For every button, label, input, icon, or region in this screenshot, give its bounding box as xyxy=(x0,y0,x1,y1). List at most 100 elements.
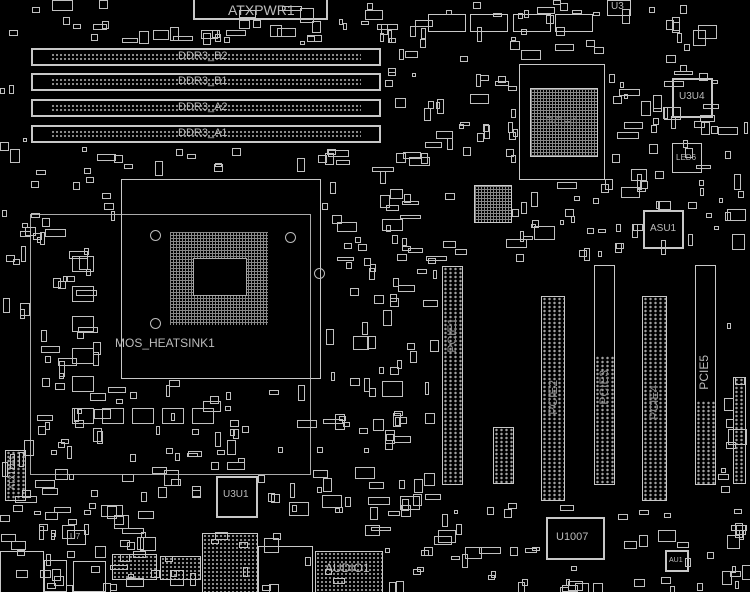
smd-component xyxy=(413,494,422,506)
chip-u3u1[interactable] xyxy=(216,476,258,518)
smd-component xyxy=(97,153,116,162)
pcie-slot-3[interactable] xyxy=(594,265,615,485)
smd-component xyxy=(446,137,453,150)
usb-connector[interactable] xyxy=(73,561,106,592)
smd-component xyxy=(695,164,712,169)
smd-component xyxy=(22,138,28,143)
smd-component xyxy=(269,24,283,38)
smd-component xyxy=(594,47,604,55)
vga-connector[interactable] xyxy=(160,556,201,580)
smd-component xyxy=(273,532,282,540)
smd-component xyxy=(726,534,740,549)
smd-component xyxy=(385,225,392,232)
smd-component xyxy=(171,569,178,578)
vrm-choke xyxy=(132,408,154,424)
smd-component xyxy=(555,44,575,52)
smd-component xyxy=(636,174,642,190)
chip-u7[interactable] xyxy=(67,530,86,545)
chip-asu1[interactable] xyxy=(643,210,684,249)
chip-u3[interactable] xyxy=(607,0,631,16)
pcie-slot-5[interactable] xyxy=(695,265,716,485)
smd-component xyxy=(175,148,183,156)
smd-component xyxy=(317,487,323,494)
smd-component xyxy=(476,74,482,88)
smd-component xyxy=(706,552,715,559)
audio-label: AUDIO1 xyxy=(325,561,370,575)
smd-component xyxy=(350,288,359,297)
pcie-slot-1[interactable] xyxy=(442,266,463,485)
smd-component xyxy=(45,512,59,521)
smd-component xyxy=(585,40,595,47)
smd-component xyxy=(705,212,713,218)
smd-component xyxy=(258,474,265,484)
pch-chip[interactable] xyxy=(530,88,598,157)
smd-component xyxy=(592,11,601,16)
smd-component xyxy=(281,6,303,11)
smd-component xyxy=(658,529,676,543)
cpu-socket[interactable] xyxy=(121,179,321,379)
smd-component xyxy=(422,300,438,307)
smd-component xyxy=(214,431,222,447)
chip-au1[interactable] xyxy=(665,550,689,572)
smd-component xyxy=(473,2,482,9)
smd-component xyxy=(666,54,676,64)
usb-connector[interactable] xyxy=(258,546,313,592)
dvi-connector[interactable] xyxy=(112,554,157,580)
pcie-x1-slot[interactable] xyxy=(493,427,514,484)
smd-component xyxy=(172,35,193,41)
smd-component xyxy=(132,550,146,559)
smd-component xyxy=(477,133,484,142)
smd-component xyxy=(687,202,697,210)
smd-component xyxy=(154,161,164,177)
smd-component xyxy=(416,269,427,274)
smd-component xyxy=(733,509,742,515)
smd-component xyxy=(398,284,416,292)
smd-component xyxy=(623,93,629,99)
smd-component xyxy=(152,29,170,40)
smd-component xyxy=(364,378,371,392)
dimm-slot-b1[interactable] xyxy=(31,73,381,91)
smd-component xyxy=(226,440,236,455)
smd-component xyxy=(68,250,89,259)
smd-component xyxy=(632,223,643,231)
smd-component xyxy=(214,164,224,172)
smd-component xyxy=(338,18,344,25)
smd-component xyxy=(532,547,541,552)
smd-component xyxy=(726,441,736,449)
pcie-slot-2[interactable] xyxy=(541,296,565,501)
pcie-slot-4[interactable] xyxy=(642,296,667,501)
dimm-slot-a1[interactable] xyxy=(31,125,381,143)
smd-component xyxy=(369,264,376,272)
smd-component xyxy=(392,234,398,244)
smd-component xyxy=(728,429,747,446)
dimm-slot-b2[interactable] xyxy=(31,48,381,66)
smd-component xyxy=(322,203,329,210)
smd-component xyxy=(110,583,117,592)
smd-component xyxy=(570,565,578,571)
smd-component xyxy=(395,98,407,109)
atx-power-label: ATXPWR1 xyxy=(228,2,295,18)
smd-component xyxy=(164,469,179,486)
smd-component xyxy=(700,121,710,136)
dimm-slot-a2[interactable] xyxy=(31,99,381,117)
smd-component xyxy=(31,6,40,14)
smd-component xyxy=(698,180,705,186)
smd-component xyxy=(670,116,676,130)
smd-component xyxy=(508,502,518,510)
atx-power-connector[interactable] xyxy=(193,0,328,20)
fan-header[interactable] xyxy=(555,14,593,32)
audio-connector[interactable] xyxy=(315,551,383,592)
vrm-choke xyxy=(72,408,94,424)
smd-component xyxy=(421,550,429,557)
fan-header[interactable] xyxy=(470,14,508,32)
chip-u1007[interactable] xyxy=(546,517,605,560)
usb-connector[interactable] xyxy=(0,551,44,592)
smd-component xyxy=(684,147,693,158)
smd-component xyxy=(396,153,407,163)
chip-au1-label: AU1 xyxy=(669,557,683,564)
smd-component xyxy=(10,541,26,551)
smd-component xyxy=(332,215,343,224)
vrm-choke xyxy=(72,348,94,364)
fan-header[interactable] xyxy=(428,14,466,32)
chip-u3u4[interactable] xyxy=(672,78,713,118)
